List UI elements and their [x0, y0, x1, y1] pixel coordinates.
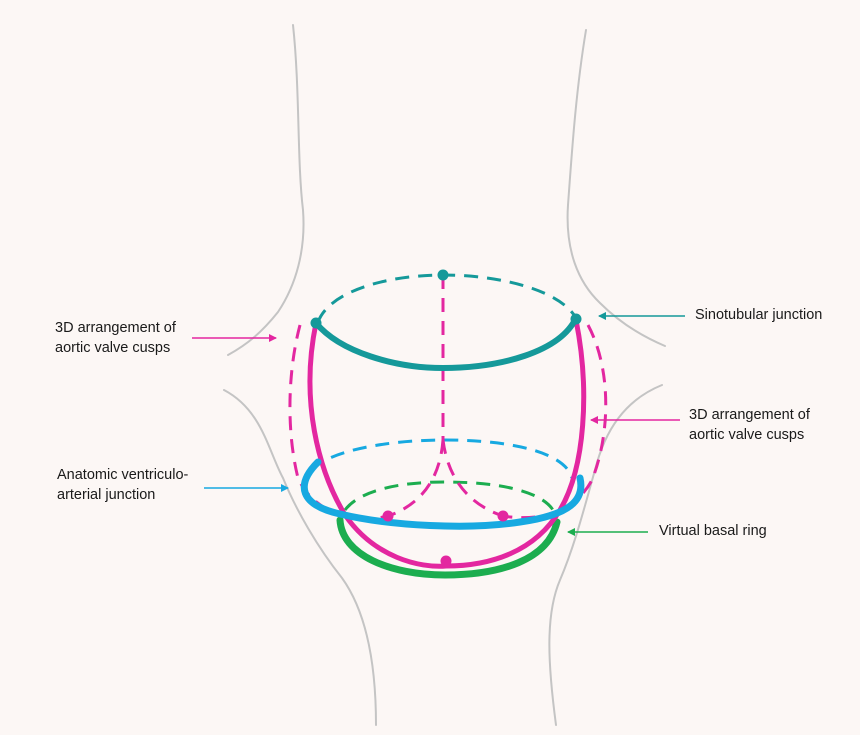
basal-ring-front	[336, 516, 561, 579]
commissure-dot-right	[570, 313, 582, 325]
ventriculo-arterial-junction-front	[300, 458, 585, 530]
cusp-commissure-right	[441, 439, 504, 518]
nadir-dot-right	[497, 510, 509, 522]
vessel-outline-left-lower	[223, 389, 377, 726]
sinotubular-junction-front	[313, 315, 579, 372]
vessel-outline-right-lower	[548, 384, 663, 726]
ventriculo-arterial-junction-back	[310, 438, 574, 479]
commissure-dot-left	[310, 317, 322, 329]
label-sinotubular-junction: Sinotubular junction	[695, 307, 823, 323]
vessel-outline-right-upper	[566, 29, 666, 347]
label-cusps-right: 3D arrangement of aortic valve cusps	[689, 407, 810, 443]
vessel-outline-left-upper	[227, 24, 305, 356]
basal-ring-back	[343, 480, 555, 511]
nadir-dot-bottom	[440, 555, 452, 567]
sinotubular-junction-back	[316, 273, 578, 323]
label-virtual-basal-ring: Virtual basal ring	[659, 523, 767, 539]
cusp-commissure-left	[387, 439, 445, 518]
label-cusps-left: 3D arrangement of aortic valve cusps	[55, 320, 176, 356]
label-ventriculo-arterial-junction: Anatomic ventriculo- arterial junction	[57, 467, 189, 503]
nadir-dot-left	[382, 510, 394, 522]
commissure-dot-top	[437, 269, 449, 281]
